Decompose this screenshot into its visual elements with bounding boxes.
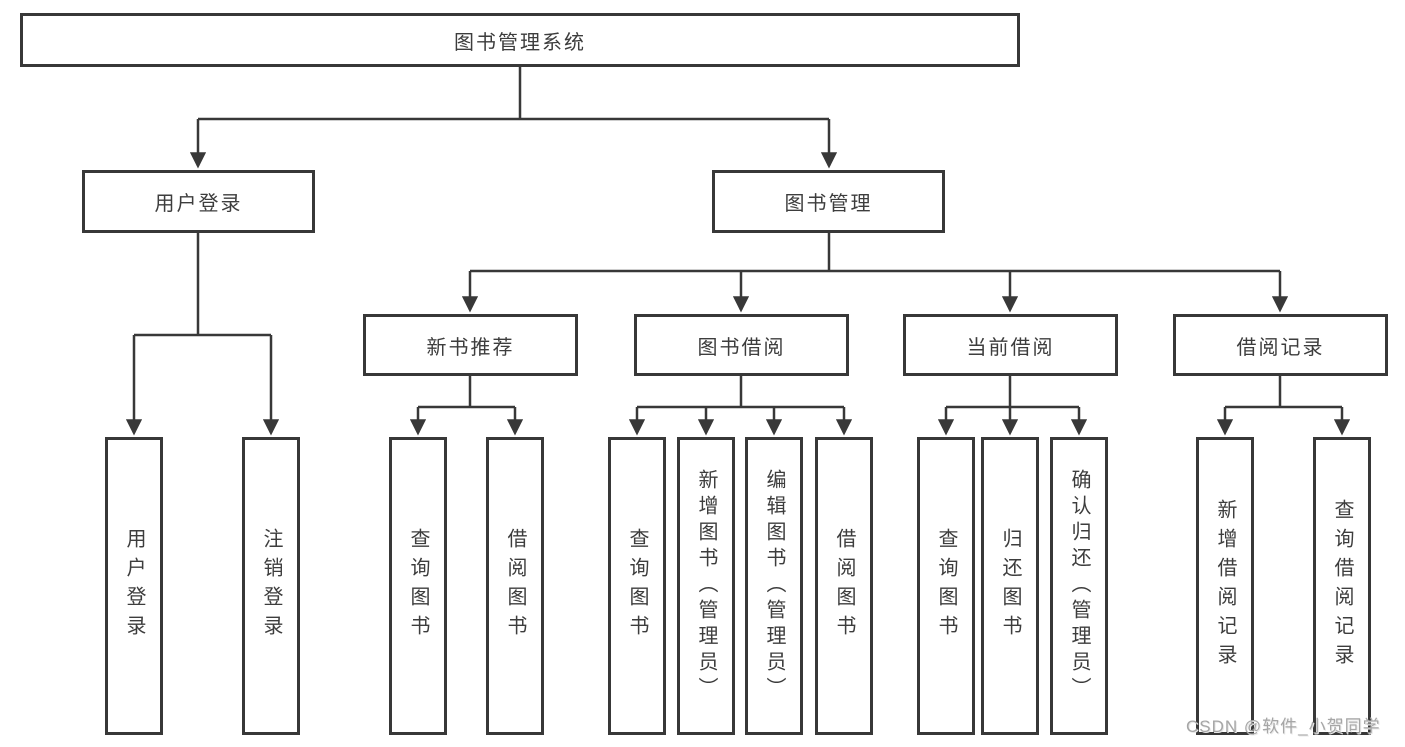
- node-label: 查询图书: [626, 528, 648, 644]
- node-leaf-return-book: 归还图书: [981, 437, 1039, 735]
- node-library-management-system: 图书管理系统: [20, 13, 1020, 67]
- csdn-watermark: CSDN @软件_小贺同学: [1186, 717, 1381, 736]
- node-borrowing-records: 借阅记录: [1173, 314, 1388, 376]
- node-leaf-confirm-return-admin: 确认归还（管理员）: [1050, 437, 1108, 735]
- node-label: 编辑图书（管理员）: [763, 469, 785, 703]
- node-new-book-recommendation: 新书推荐: [363, 314, 578, 376]
- node-leaf-query-borrow-record: 查询借阅记录: [1313, 437, 1371, 735]
- node-book-management: 图书管理: [712, 170, 945, 233]
- node-current-borrowing: 当前借阅: [903, 314, 1118, 376]
- node-label: 查询图书: [935, 528, 957, 644]
- node-book-borrowing: 图书借阅: [634, 314, 849, 376]
- node-label: 新书推荐: [426, 336, 515, 359]
- node-leaf-edit-book-admin: 编辑图书（管理员）: [745, 437, 803, 735]
- node-leaf-query-books-recommend: 查询图书: [389, 437, 447, 735]
- node-label: 归还图书: [999, 528, 1021, 644]
- node-label: 新增借阅记录: [1214, 499, 1236, 673]
- node-leaf-query-books-borrow: 查询图书: [608, 437, 666, 735]
- node-leaf-borrow-books-recommend: 借阅图书: [486, 437, 544, 735]
- node-label: 图书借阅: [697, 336, 786, 359]
- node-label: 图书管理系统: [454, 31, 586, 54]
- node-label: 当前借阅: [966, 336, 1055, 359]
- node-label: 查询借阅记录: [1331, 499, 1353, 673]
- node-label: 借阅记录: [1236, 336, 1325, 359]
- node-leaf-add-borrow-record: 新增借阅记录: [1196, 437, 1254, 735]
- node-leaf-borrow-books: 借阅图书: [815, 437, 873, 735]
- node-leaf-user-login: 用户登录: [105, 437, 163, 735]
- node-label: 新增图书（管理员）: [695, 469, 717, 703]
- node-leaf-add-book-admin: 新增图书（管理员）: [677, 437, 735, 735]
- node-label: 用户登录: [123, 528, 145, 644]
- node-label: 查询图书: [407, 528, 429, 644]
- node-leaf-logout: 注销登录: [242, 437, 300, 735]
- node-leaf-query-books-current: 查询图书: [917, 437, 975, 735]
- node-label: 借阅图书: [833, 528, 855, 644]
- node-label: 注销登录: [260, 528, 282, 644]
- node-label: 确认归还（管理员）: [1068, 469, 1090, 703]
- node-label: 借阅图书: [504, 528, 526, 644]
- node-label: 用户登录: [154, 193, 243, 215]
- node-user-login: 用户登录: [82, 170, 315, 233]
- node-label: 图书管理: [784, 193, 873, 215]
